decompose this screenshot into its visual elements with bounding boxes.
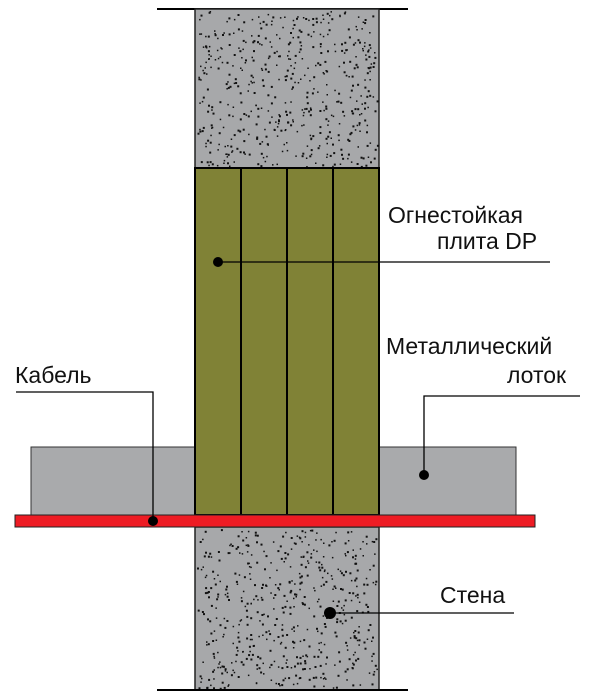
wall-upper-concrete — [194, 8, 380, 169]
tray-label-line1: Металлический — [386, 333, 553, 359]
fire-board-label-line2: плита DP — [437, 228, 538, 254]
metal-tray-left — [30, 446, 196, 516]
board-leader-dot — [213, 257, 223, 267]
wall-leader-dot — [324, 607, 336, 619]
concrete-texture-upper — [197, 11, 379, 168]
wall-label: Стена — [440, 582, 506, 608]
fire-board-label-line1: Огнестойкая — [388, 202, 524, 228]
cable — [14, 514, 536, 528]
metal-tray-right — [378, 446, 517, 516]
cable-label: Кабель — [15, 362, 92, 388]
tray-label-line2: лоток — [507, 362, 567, 388]
cable-leader-dot — [148, 516, 158, 526]
tray-leader-dot — [419, 470, 429, 480]
tray-leader-line — [423, 395, 580, 474]
cable-leader-line — [16, 391, 154, 521]
